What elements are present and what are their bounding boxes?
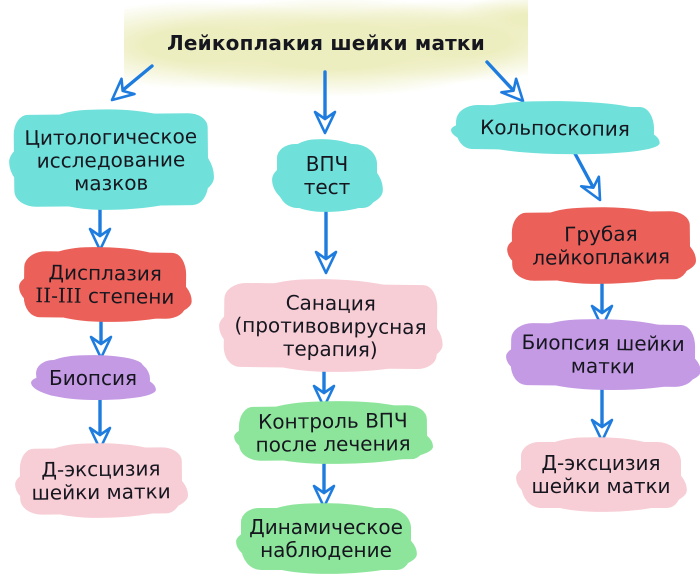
node-line: мазков [74, 170, 149, 195]
node-line: исследование [36, 146, 186, 173]
node-line: Контроль ВПЧ [257, 408, 408, 434]
node-line: Кольпоскопия [479, 114, 631, 141]
node-line: II-III степени [35, 283, 175, 309]
node-d-excision-right: Д-эксцизия шейки матки [521, 442, 681, 508]
arrow-colposcopy-rough [570, 146, 602, 202]
node-line: лейкоплакия [532, 244, 671, 270]
node-line: Дисплазия [48, 260, 162, 286]
node-cytology: Цитологическое исследование мазков [13, 112, 209, 208]
arrow-cervicalbiopsy-dexcision [590, 386, 614, 443]
node-rough-leukoplakia: Грубая лейкоплакия [511, 211, 691, 281]
node-observation: Динамическое наблюдение [241, 508, 411, 570]
node-line: (противовирусная [234, 312, 427, 339]
node-line: терапия) [282, 335, 378, 362]
node-line: наблюдение [260, 538, 392, 562]
arrow-dysplasia-biopsy [89, 314, 113, 360]
node-line: Грубая [564, 221, 638, 247]
node-d-excision-left: Д-эксцизия шейки матки [19, 447, 183, 515]
node-line: Санация [285, 289, 377, 316]
node-line: Д-эксцизия [541, 451, 661, 475]
arrow-cytology-dysplasia [88, 202, 112, 252]
node-cervical-biopsy: Биопсия шейки матки [510, 322, 696, 388]
node-line: Д-эксцизия [41, 456, 161, 482]
node-dysplasia: Дисплазия II-III степени [23, 251, 187, 319]
page-title: Лейкоплакия шейки матки [167, 31, 485, 55]
arrow-hpvtest-sanation [314, 208, 338, 275]
node-line: Биопсия шейки [521, 330, 685, 356]
node-hpv-control: Контроль ВПЧ после лечения [238, 405, 428, 461]
node-hpv-test: ВПЧ тест [277, 144, 377, 208]
node-line: после лечения [255, 431, 411, 457]
node-line: матки [570, 353, 636, 379]
node-line: Динамическое [249, 515, 403, 539]
node-line: ВПЧ [305, 152, 349, 176]
node-line: Цитологическое [24, 123, 198, 150]
node-line: тест [303, 175, 351, 199]
arrow-biopsy-dexcision [88, 391, 112, 451]
node-line: шейки матки [31, 479, 171, 505]
node-line: Биопсия [48, 365, 138, 390]
roman-numerals: II-III [35, 283, 82, 308]
node-line-rest: степени [87, 283, 175, 309]
node-colposcopy: Кольпоскопия [455, 104, 655, 152]
node-line: шейки матки [531, 474, 671, 498]
node-sanation: Санация (противовирусная терапия) [223, 282, 438, 370]
node-biopsy: Биопсия [36, 360, 150, 396]
